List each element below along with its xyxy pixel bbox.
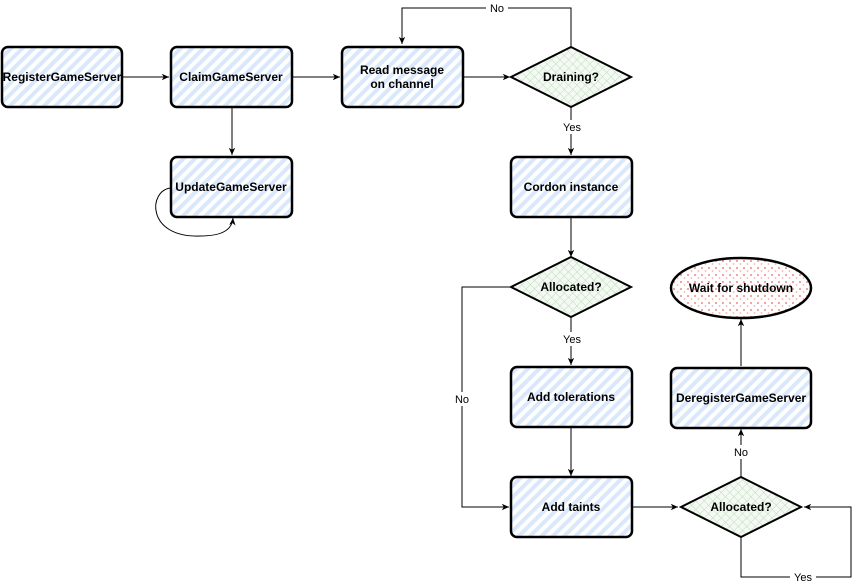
node-register[interactable]: RegisterGameServer: [0, 45, 124, 109]
node-claim[interactable]: ClaimGameServer: [169, 45, 294, 109]
edge-label-draining-no: No: [490, 3, 504, 15]
node-claim-label: ClaimGameServer: [179, 70, 283, 84]
edge-allocated2-yes: [740, 503, 852, 578]
node-wait-shutdown[interactable]: Wait for shutdown: [669, 256, 813, 320]
node-allocated-1-label: Allocated?: [540, 280, 601, 294]
node-taints-label: Add taints: [542, 500, 601, 514]
node-update[interactable]: UpdateGameServer: [169, 155, 294, 219]
node-draining-label: Draining?: [543, 70, 599, 84]
edge-labels: No Yes Yes No No Yes: [451, 2, 816, 584]
node-deregister[interactable]: DeregisterGameServer: [669, 366, 813, 430]
node-allocated-2-label: Allocated?: [710, 500, 771, 514]
node-read-message[interactable]: Read message on channel: [340, 45, 465, 109]
edge-label-draining-yes: Yes: [563, 122, 581, 134]
node-register-label: RegisterGameServer: [3, 70, 122, 84]
node-draining[interactable]: Draining?: [508, 45, 634, 109]
node-cordon[interactable]: Cordon instance: [509, 155, 634, 219]
node-allocated-1[interactable]: Allocated?: [508, 255, 634, 319]
edge-label-allocated1-yes: Yes: [563, 334, 581, 346]
node-tolerations-label: Add tolerations: [527, 390, 615, 404]
node-allocated-2[interactable]: Allocated?: [678, 475, 804, 539]
node-taints[interactable]: Add taints: [509, 475, 634, 539]
edge-label-allocated2-no: No: [734, 447, 748, 459]
edge-label-allocated2-yes: Yes: [794, 572, 812, 584]
node-tolerations[interactable]: Add tolerations: [509, 365, 634, 429]
node-read-label-line2: on channel: [370, 77, 433, 91]
node-cordon-label: Cordon instance: [524, 180, 619, 194]
node-read-label-line1: Read message: [360, 63, 444, 77]
node-wait-label: Wait for shutdown: [689, 281, 793, 295]
edge-label-allocated1-no: No: [455, 394, 469, 406]
edge-update-self-loop: [155, 187, 236, 237]
node-update-label: UpdateGameServer: [175, 180, 287, 194]
node-deregister-label: DeregisterGameServer: [676, 391, 806, 405]
